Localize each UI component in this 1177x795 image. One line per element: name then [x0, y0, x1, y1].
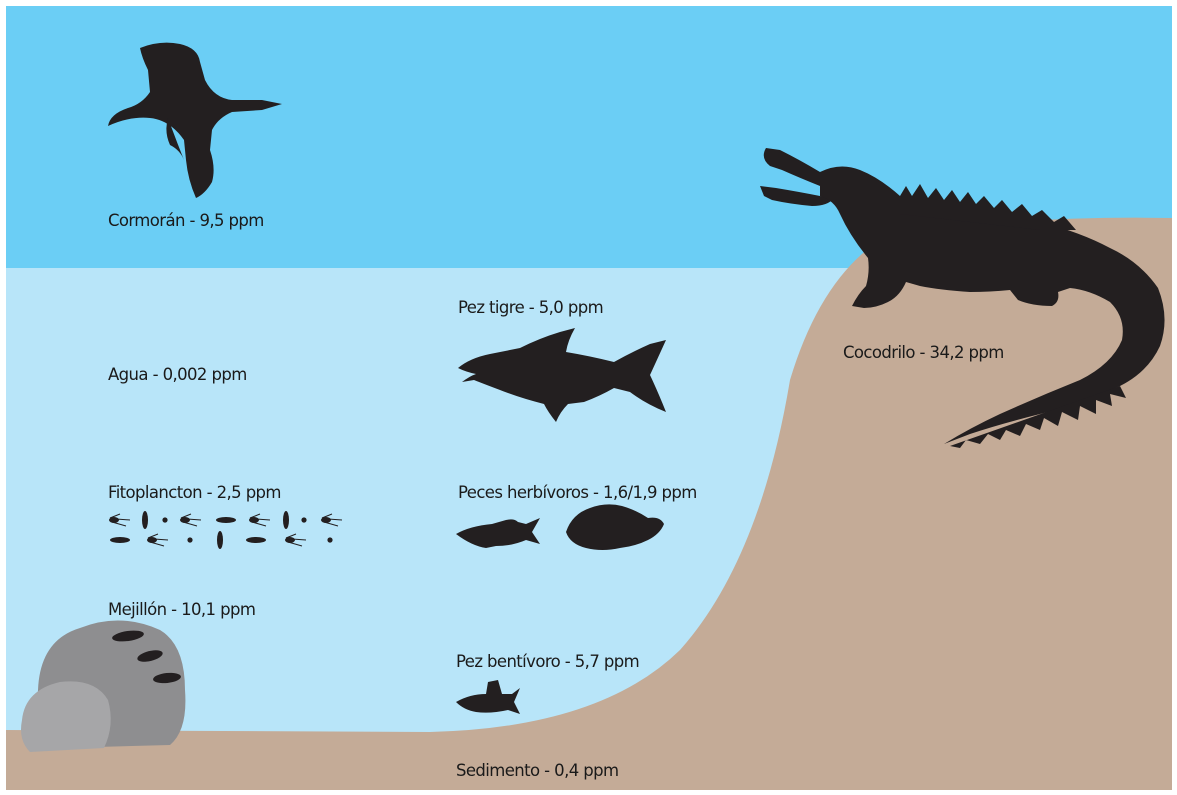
benthivorous-fish-label: Pez bentívoro - 5,7 ppm: [456, 654, 639, 671]
plankton-cell-icon: [216, 517, 236, 523]
plankton-cell-icon: [110, 537, 130, 543]
plankton-cell-icon: [217, 531, 223, 549]
plankton-cell-icon: [283, 511, 289, 529]
plankton-cell-icon: [142, 511, 148, 529]
plankton-cell-icon: [162, 517, 167, 522]
phytoplankton-label: Fitoplancton - 2,5 ppm: [108, 485, 281, 502]
tiger-fish-label: Pez tigre - 5,0 ppm: [458, 300, 603, 317]
cormorant-label: Cormorán - 9,5 ppm: [108, 213, 264, 230]
herbivorous-fish-label: Peces herbívoros - 1,6/1,9 ppm: [458, 485, 697, 502]
water-label: Agua - 0,002 ppm: [108, 367, 247, 384]
crocodile-label: Cocodrilo - 34,2 ppm: [843, 345, 1004, 362]
plankton-cell-icon: [246, 537, 266, 543]
plankton-cell-icon: [301, 517, 306, 522]
plankton-cell-icon: [327, 537, 332, 542]
mussel-label: Mejillón - 10,1 ppm: [108, 602, 255, 619]
sediment-label: Sedimento - 0,4 ppm: [456, 763, 618, 780]
plankton-cell-icon: [187, 537, 192, 542]
